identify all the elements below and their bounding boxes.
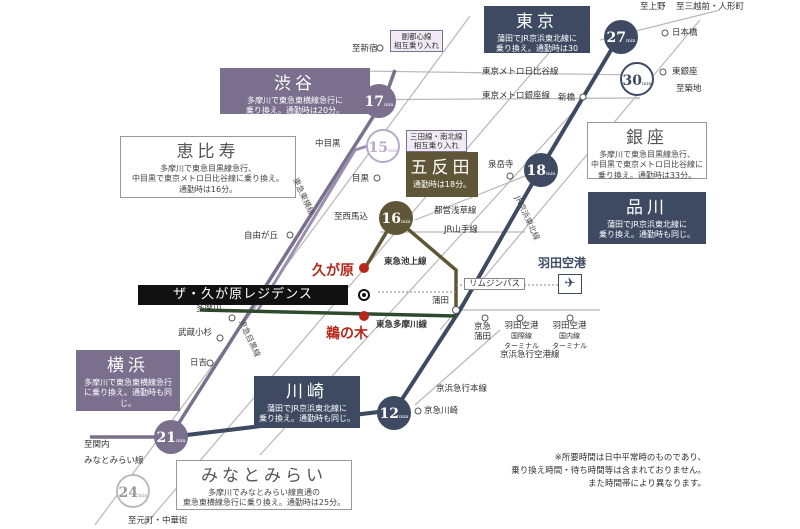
time-circle-ebisu: 15min — [366, 129, 400, 163]
dest-desc: 多摩川で東急目黒線急行、 中目黒で東京メトロ日比谷線に乗り換え。 通勤時は16分… — [132, 164, 284, 194]
dest-box-shinagawa: 品川 蒲田でJR京浜東北線に 乗り換え。通勤時も同じ。 — [588, 192, 706, 244]
time-circle-gotanda: 16min — [379, 201, 413, 235]
toyoko-line — [90, 69, 397, 439]
line-hibiya: 東京メトロ日比谷線 — [482, 67, 559, 77]
time-circle-yokohama: 21min — [154, 420, 188, 454]
line-ikegami: 東急池上線 — [384, 257, 427, 267]
dest-title: 東京 — [516, 12, 558, 32]
dest-title: 五反田 — [410, 158, 474, 178]
station-nishimagome: 至西馬込 — [334, 212, 369, 222]
haneda-title: 羽田空港 — [538, 256, 587, 270]
dest-desc: 多摩川で東急東横線急行 に乗り換え。通勤時も同じ。 — [84, 378, 172, 408]
station-sengakuji: 泉岳寺 — [488, 160, 514, 170]
line-minatomirai: みなとみらい線 — [84, 456, 144, 466]
dest-box-ginza: 銀座 多摩川で東急目黒線急行、 中目黒で東京メトロ日比谷線に 乗り換え。通勤時は… — [587, 122, 707, 180]
dest-box-kawasaki: 川崎 蒲田でJR京浜東北線に 乗り換え。通勤時も同じ。 — [254, 376, 360, 428]
kamata-dot — [452, 306, 460, 314]
dest-desc: 蒲田でJR京浜東北線に 乗り換え。通勤時も同じ。 — [259, 404, 355, 424]
dest-title: 恵比寿 — [176, 142, 240, 162]
station-kugahara: 久が原 — [312, 263, 354, 279]
station-haneda-intl: 羽田空港 国際線 ターミナル — [504, 321, 539, 351]
station-sekiuchi: 至関内 — [84, 440, 110, 450]
dest-title: 品川 — [626, 198, 668, 218]
line-yamanote: JR山手線 — [444, 225, 478, 235]
station-mitsukoshimae: 至三越前・人形町 — [676, 2, 745, 12]
station-nihonbashi: 日本橋 — [672, 28, 698, 38]
dest-title: 銀座 — [626, 128, 668, 148]
dest-box-shibuya: 渋谷 多摩川で東急東横線急行に 乗り換え。通勤時は20分。 — [220, 68, 370, 115]
time-circle-shibuya: 17min — [362, 84, 396, 118]
keikyu-main-line — [414, 329, 501, 406]
station-haneda-dom: 羽田空港 国内線 ターミナル — [552, 321, 587, 351]
line-keikyu-main: 京浜急行本線 — [436, 384, 488, 394]
dest-desc: 蒲田でJR京浜東北線に 乗り換え。通勤時も同じ。 — [599, 220, 695, 240]
dest-desc: 多摩川で東急目黒線急行、 中目黒で東京メトロ日比谷線に 乗り換え。通勤時は33分… — [591, 150, 703, 180]
dest-box-yokohama: 横浜 多摩川で東急東横線急行 に乗り換え。通勤時も同じ。 — [76, 350, 180, 411]
dest-desc: 通勤時は18分。 — [412, 180, 472, 189]
station-kamata: 蒲田 — [432, 296, 450, 306]
line-ginza: 東京メトロ銀座線 — [482, 91, 551, 101]
haneda-airport-label: 羽田空港 ✈ — [538, 254, 586, 294]
dest-desc: 蒲田でJR京浜東北線に 乗り換え。通勤時は30分。 — [495, 34, 579, 64]
time-circle-shinagawa: 18min — [524, 153, 558, 187]
dest-box-gotanda: 五反田 通勤時は18分。 — [406, 152, 478, 197]
station-keikyu-kawasaki: 京急川崎 — [424, 406, 459, 416]
dest-title: 横浜 — [107, 356, 149, 376]
line-asakusa: 都営浅草線 — [434, 206, 477, 216]
airplane-icon: ✈ — [558, 274, 582, 294]
unoki-dot — [359, 311, 369, 321]
line-tamagawa: 東急多摩川線 — [376, 320, 428, 330]
footnote: ※所要時間は日中平常時のものであり、 乗り換え時間・待ち時間等は含まれておりませ… — [511, 453, 706, 489]
dest-desc: 多摩川でみなとみらい線直通の 東急東横線急行に乗り換え。通勤時は25分。 — [182, 488, 346, 508]
station-unoki: 鵜の木 — [326, 326, 368, 342]
dest-title: 渋谷 — [274, 74, 316, 94]
dest-title: 川崎 — [286, 382, 328, 402]
residence-label: ザ・久が原レジデンス — [138, 285, 348, 305]
station-higashiginza: 東銀座 — [672, 67, 698, 77]
dest-desc: 多摩川で東急東横線急行に 乗り換え。通勤時は20分。 — [245, 96, 345, 116]
station-musashikosugi: 武蔵小杉 — [178, 328, 213, 338]
line-limousine: リムジンバス — [464, 278, 526, 291]
kugahara-dot — [359, 263, 369, 273]
meguro-outline-line — [144, 39, 561, 526]
time-circle-ginza: 30min — [620, 62, 654, 96]
dest-box-minatomirai: みなとみらい 多摩川でみなとみらい線直通の 東急東横線急行に乗り換え。通勤時は2… — [176, 460, 352, 510]
station-tamagawa: 多摩川 — [196, 304, 222, 314]
station-ueno: 至上野 — [640, 2, 666, 12]
station-keikyu-kamata: 京急 蒲田 — [474, 322, 492, 343]
time-circle-tokyo: 27min — [604, 20, 638, 54]
line-mita-note: 三田線・南北線 相互乗り入れ — [406, 130, 467, 152]
time-circle-minatomirai: 24min — [116, 474, 150, 508]
station-nakameguro: 中目黒 — [315, 139, 341, 149]
station-meguro: 目黒 — [352, 174, 370, 184]
station-motomachi: 至元町・中華街 — [128, 516, 188, 526]
ikegami-line — [363, 215, 458, 310]
tamagawa-line — [199, 308, 457, 318]
station-shinbashi: 新橋 — [558, 93, 576, 103]
dest-box-ebisu: 恵比寿 多摩川で東急目黒線急行、 中目黒で東京メトロ日比谷線に乗り換え。 通勤時… — [120, 136, 296, 198]
station-shinjuku: 至新宿 — [352, 44, 378, 54]
station-hiyoshi: 日吉 — [190, 358, 208, 368]
line-keikyu-airport: 京浜急行空港線 — [500, 350, 560, 360]
line-fukutoshin-note: 副都心線 相互乗り入れ — [390, 30, 443, 52]
time-circle-kawasaki: 12min — [377, 396, 411, 430]
station-tsukiji: 至築地 — [676, 84, 702, 94]
dest-title: みなとみらい — [201, 466, 327, 486]
dest-box-tokyo: 東京 蒲田でJR京浜東北線に 乗り換え。通勤時は30分。 — [484, 6, 590, 64]
station-jiyugaoka: 自由が丘 — [244, 231, 279, 241]
